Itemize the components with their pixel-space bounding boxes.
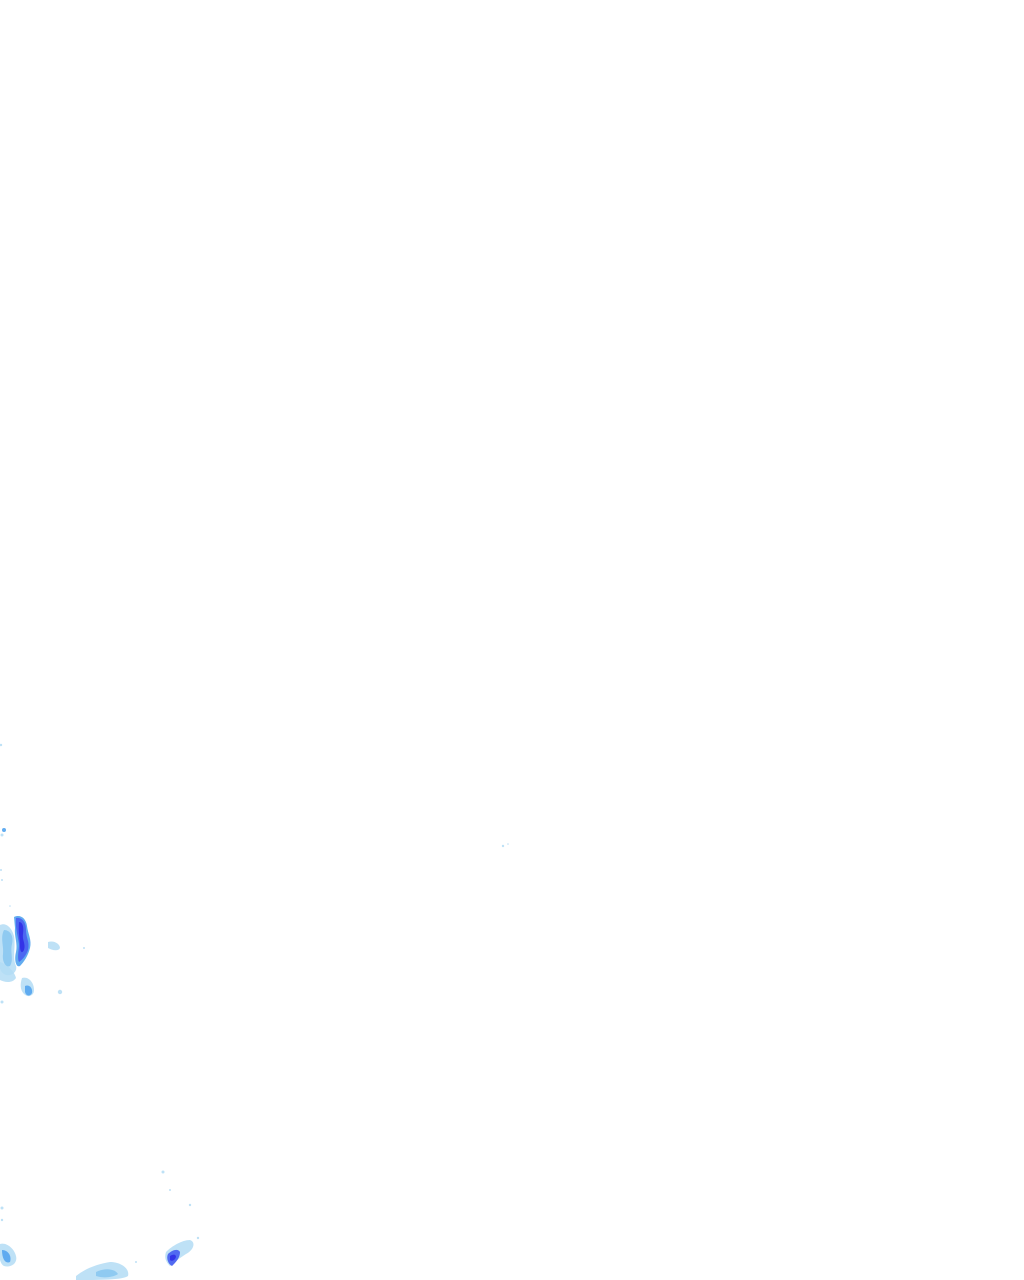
precip-speck-center	[501, 843, 509, 848]
precip-cell-west	[0, 905, 85, 1004]
precip-speckles-left-edge	[0, 743, 6, 881]
precip-cluster-southwest	[0, 1170, 200, 1280]
